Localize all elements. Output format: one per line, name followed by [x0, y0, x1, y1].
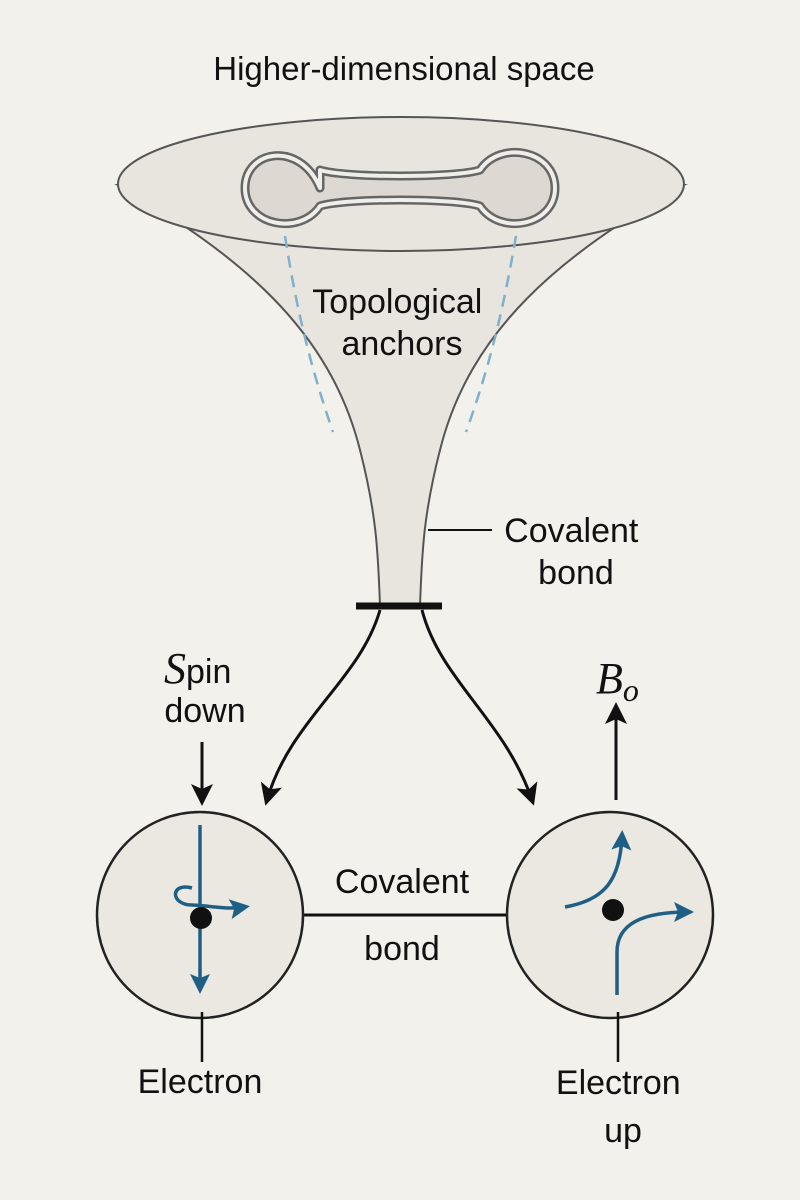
right-electron-dot — [602, 899, 624, 921]
neck-covalent-bond-label: Covalent bond — [504, 512, 648, 592]
right-atom — [505, 810, 715, 1020]
strand-arrow-left — [260, 609, 382, 806]
spin-down-label: Spin — [164, 644, 231, 693]
left-electron-caption: Electron — [138, 1063, 263, 1101]
spin-down-label-line2: down — [164, 692, 245, 730]
covalent-bond-label-bottom: bond — [364, 930, 440, 968]
strand-arrow-right — [420, 609, 538, 806]
diagram-title: Higher-dimensional space — [213, 50, 595, 87]
left-electron-dot — [190, 907, 212, 929]
left-atom — [95, 810, 305, 1020]
curved-spin-arrow-upper — [564, 830, 632, 909]
field-b0-label: Bo — [596, 654, 639, 708]
curved-spin-arrow-lower — [615, 902, 694, 995]
topological-anchors-label: Topological anchors — [312, 283, 492, 363]
covalent-bond-label-top: Covalent — [335, 863, 470, 901]
anchor-dashed-line-right — [464, 235, 518, 433]
anchor-dashed-line-left — [283, 235, 335, 433]
spin-rotation-arrow — [173, 885, 250, 920]
right-electron-caption: Electron up — [556, 1064, 690, 1150]
topological-loop-shape — [240, 147, 560, 229]
